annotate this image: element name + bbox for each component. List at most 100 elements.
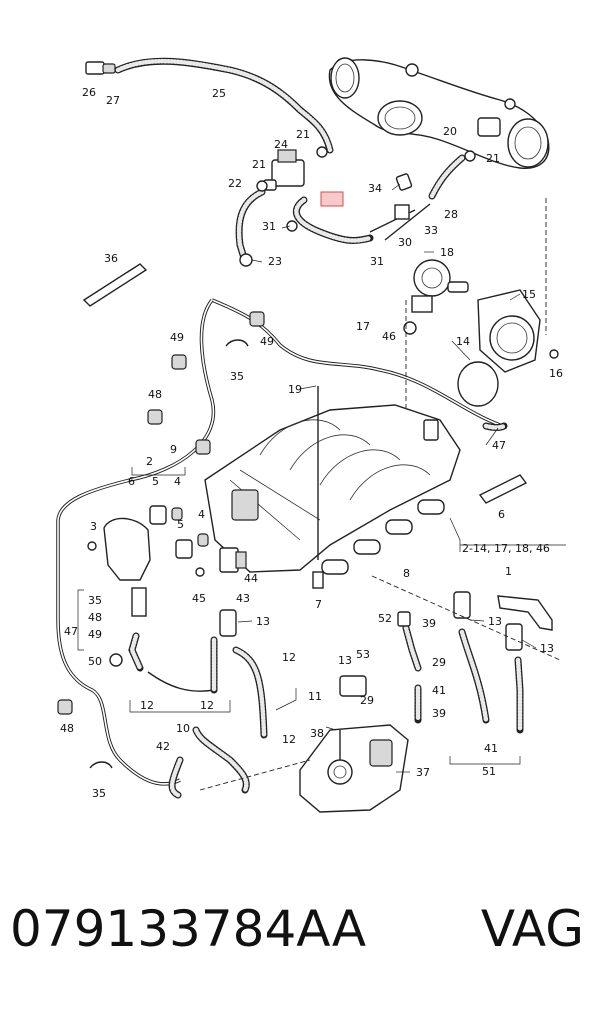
sensor-26 xyxy=(85,61,116,75)
valve-5a xyxy=(149,505,167,525)
hose-22 xyxy=(235,188,266,262)
leader-lines xyxy=(77,183,566,773)
footer: 079133784AA VAG xyxy=(0,900,600,980)
bolt-16 xyxy=(549,349,559,359)
callout-25: 25 xyxy=(212,87,226,100)
callout-8: 8 xyxy=(403,567,410,580)
callout-22: 22 xyxy=(228,177,242,190)
callout-34: 34 xyxy=(368,182,382,195)
callout-5a: 5 xyxy=(152,475,159,488)
callout-35b: 35 xyxy=(88,594,102,607)
callout-9: 9 xyxy=(170,443,177,456)
tube-6 xyxy=(478,474,528,504)
callout-12d: 12 xyxy=(282,733,296,746)
ref-line-3 xyxy=(371,575,561,661)
callout-41b: 41 xyxy=(484,742,498,755)
screw-45 xyxy=(195,567,205,577)
callout-24: 24 xyxy=(274,138,288,151)
callout-52: 52 xyxy=(378,612,392,625)
valve-18 xyxy=(411,259,469,313)
callout-33: 33 xyxy=(424,224,438,237)
callout-42: 42 xyxy=(156,740,170,753)
callout-50: 50 xyxy=(88,655,102,668)
callout-35a: 35 xyxy=(230,370,244,383)
callout-53: 53 xyxy=(356,648,370,661)
callout-3: 3 xyxy=(90,520,97,533)
exploded-parts-diagram: 1 2 3 4 4 5 5 6 6 7 8 9 10 11 12 12 12 1… xyxy=(56,57,566,813)
bushing-48b xyxy=(57,699,73,715)
valve-24 xyxy=(263,149,305,191)
callout-49b: 49 xyxy=(170,331,184,344)
callout-29b: 29 xyxy=(360,694,374,707)
callout-11: 11 xyxy=(308,690,322,703)
callout-13b: 13 xyxy=(338,654,352,667)
callout-29a: 29 xyxy=(432,656,446,669)
gasket-8 xyxy=(321,499,445,575)
callout-35c: 35 xyxy=(92,787,106,800)
callout-21c: 21 xyxy=(486,152,500,165)
callout-49a: 49 xyxy=(260,335,274,348)
callout-48a: 48 xyxy=(148,388,162,401)
callout-31b: 31 xyxy=(370,255,384,268)
clip-35b xyxy=(89,761,113,769)
callout-13d: 13 xyxy=(540,642,554,655)
clip-50 xyxy=(109,653,123,667)
seal-46 xyxy=(403,321,417,335)
callout-21a: 21 xyxy=(296,128,310,141)
callout-51: 51 xyxy=(482,765,496,778)
callout-2: 2 xyxy=(146,455,153,468)
clamp-21c xyxy=(256,180,268,192)
callout-14: 14 xyxy=(456,335,470,348)
callout-36: 36 xyxy=(104,252,118,265)
callout-7: 7 xyxy=(315,598,322,611)
callout-26: 26 xyxy=(82,86,96,99)
callout-20: 20 xyxy=(443,125,457,138)
callout-41a: 41 xyxy=(432,684,446,697)
hose-47 xyxy=(482,422,508,431)
callout-48c: 48 xyxy=(60,722,74,735)
hose-28 xyxy=(428,154,466,200)
hose-10 xyxy=(192,726,250,794)
hose-42 xyxy=(168,756,184,799)
callout-27: 27 xyxy=(106,94,120,107)
callout-13c: 13 xyxy=(488,615,502,628)
callout-49c: 49 xyxy=(88,628,102,641)
group-bracket-1 xyxy=(449,517,461,552)
brand-label: VAG xyxy=(480,900,584,958)
callout-45: 45 xyxy=(192,592,206,605)
callout-19: 19 xyxy=(288,383,302,396)
callout-12a: 12 xyxy=(140,699,154,712)
callout-23: 23 xyxy=(268,255,282,268)
clamp-21b xyxy=(464,150,476,162)
clip-35 xyxy=(225,339,249,347)
highlight-box-32 xyxy=(320,191,344,207)
part-number: 079133784AA xyxy=(10,900,367,958)
clamp-31 xyxy=(286,220,298,232)
valve-5b xyxy=(175,539,193,559)
grommet-9 xyxy=(195,439,211,455)
callout-48b: 48 xyxy=(88,611,102,624)
callout-15: 15 xyxy=(522,288,536,301)
sleeve-7 xyxy=(312,571,324,589)
clamp-23 xyxy=(239,253,253,267)
callout-47b: 47 xyxy=(64,625,78,638)
connector-30 xyxy=(369,173,431,241)
clamp-21 xyxy=(316,146,328,158)
ring-4a xyxy=(171,507,183,521)
callout-21b: 21 xyxy=(252,158,266,171)
bushing-49b xyxy=(171,354,187,370)
callout-43: 43 xyxy=(236,592,250,605)
bracket-44 xyxy=(219,547,247,573)
callout-6a: 6 xyxy=(128,475,135,488)
callout-37: 37 xyxy=(416,766,430,779)
callout-16: 16 xyxy=(549,367,563,380)
throttle-flange-15 xyxy=(477,289,541,373)
group-label-1: 2-14, 17, 18, 46 xyxy=(462,542,550,555)
callout-17: 17 xyxy=(356,320,370,333)
callout-28: 28 xyxy=(444,208,458,221)
callout-12b: 12 xyxy=(200,699,214,712)
callout-4b: 4 xyxy=(198,508,205,521)
intake-manifold xyxy=(204,404,461,573)
callout-39a: 39 xyxy=(422,617,436,630)
callout-30: 30 xyxy=(398,236,412,249)
